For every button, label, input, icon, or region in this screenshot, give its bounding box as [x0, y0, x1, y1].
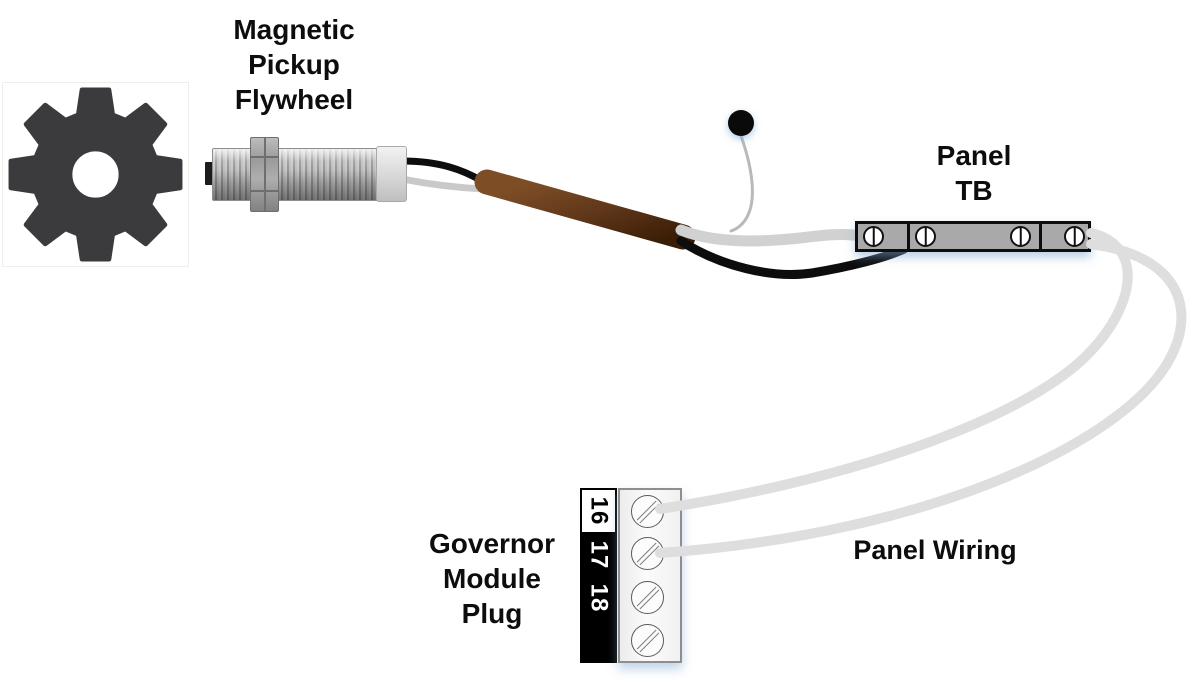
flywheel-image: [2, 82, 189, 267]
plug-terminal-blank: [582, 618, 615, 661]
sensor-white-wire: [398, 175, 488, 193]
tb-divider: [907, 224, 910, 249]
screw-slot: [636, 500, 659, 523]
screw-slot: [636, 542, 659, 565]
plug-screw-icon: [631, 624, 664, 657]
terminal-number: 17: [585, 541, 613, 570]
sensor-end-cap: [376, 146, 407, 202]
sleeve-to-tb-gray-wire: [675, 224, 866, 247]
screw-slot: [636, 629, 659, 652]
probe-tip-dot: [728, 110, 754, 136]
sensor-hex-nut: [250, 137, 279, 212]
governor-plug-label: Governor Module Plug: [428, 528, 556, 629]
screw-slot: [1019, 228, 1022, 245]
sensor-tip: [205, 162, 213, 185]
panel-tb-block: [855, 221, 1091, 252]
screw-slot: [872, 228, 875, 245]
tb-screw-icon: [1010, 226, 1031, 247]
plug-terminal-18: 18: [582, 576, 615, 619]
plug-screw-icon: [631, 581, 664, 614]
panel-tb-label: Panel TB: [936, 140, 1012, 206]
tb-divider: [1039, 224, 1042, 249]
tb-screw-icon: [915, 226, 936, 247]
probe-thin-wire: [729, 134, 754, 233]
tb-screw-icon: [1064, 226, 1085, 247]
cable-sleeve: [474, 169, 696, 250]
gear-icon: [8, 87, 183, 262]
plug-terminal-17: 17: [582, 534, 615, 577]
flywheel-label: Magnetic Pickup Flywheel: [233, 14, 355, 115]
screw-slot: [636, 586, 659, 609]
gear-shape: [8, 87, 183, 262]
screw-slot: [1073, 228, 1076, 245]
terminal-number: 16: [585, 496, 613, 526]
tb-screw-icon: [863, 226, 884, 247]
plug-screw-icon: [631, 537, 664, 570]
plug-terminal-16: 16: [582, 490, 615, 535]
panel-wiring-label: Panel Wiring: [853, 535, 1017, 565]
plug-screw-icon: [631, 495, 664, 528]
plug-terminal-numbers: 16 17 18: [580, 488, 617, 663]
terminal-number: 18: [585, 583, 613, 612]
magnetic-pickup-sensor-body: [212, 148, 380, 201]
plug-screw-column: [618, 488, 682, 663]
screw-slot: [924, 228, 927, 245]
